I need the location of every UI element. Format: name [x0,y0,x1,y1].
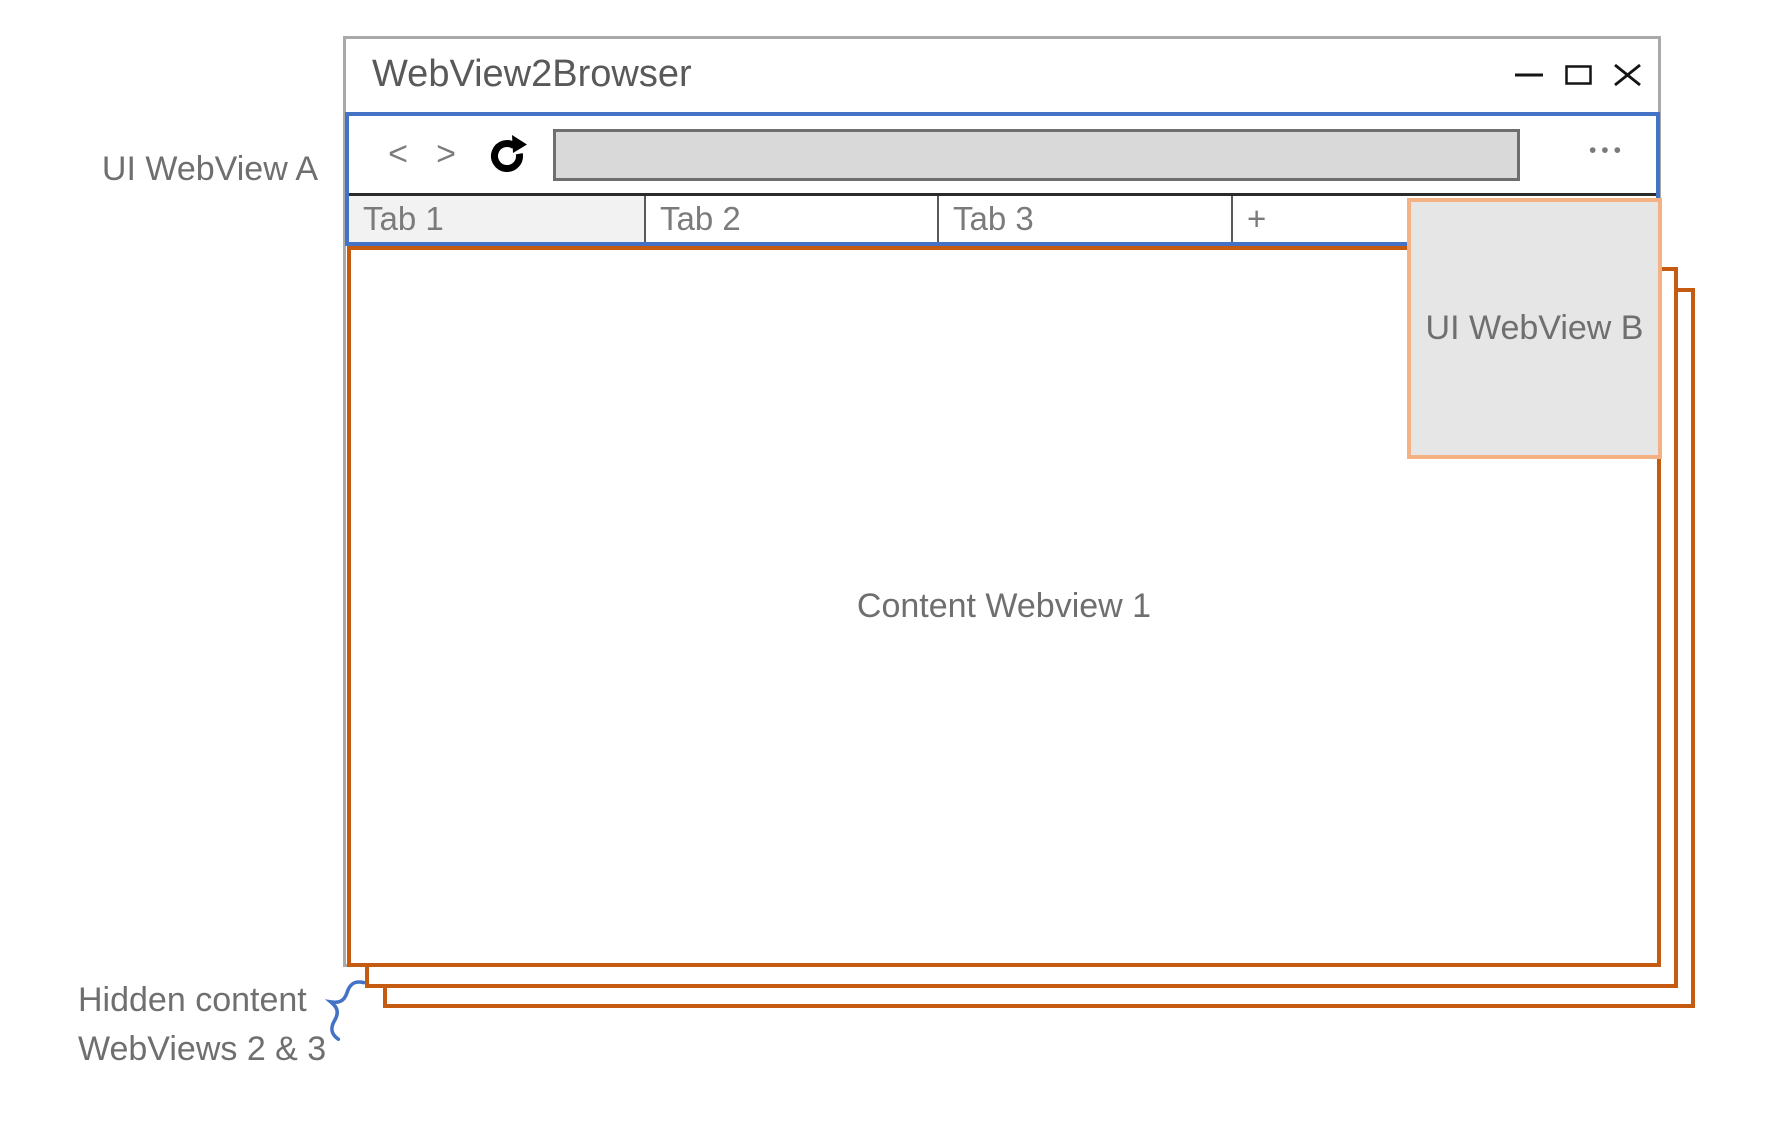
hidden-webviews-label: Hidden content WebViews 2 & 3 [78,976,326,1074]
browser-toolbar: < > ••• [349,116,1656,193]
back-button[interactable]: < [388,135,408,173]
tab-3[interactable]: Tab 3 [937,196,1231,242]
tab-1[interactable]: Tab 1 [349,196,644,242]
window-controls [1514,39,1642,110]
tab-3-label: Tab 3 [953,200,1034,237]
reload-icon [491,134,527,172]
ui-webview-a-label: UI WebView A [101,150,318,188]
maximize-button[interactable] [1565,64,1592,85]
tab-1-label: Tab 1 [363,200,444,237]
plus-icon: + [1247,200,1267,237]
maximize-icon [1565,64,1592,85]
address-bar[interactable] [553,128,1520,181]
overflow-menu-button[interactable]: ••• [1588,138,1626,162]
curly-brace-icon [324,980,366,1042]
minimize-icon [1515,73,1543,76]
hidden-webviews-label-line2: WebViews 2 & 3 [78,1030,327,1068]
ui-webview-b-panel: UI WebView B [1407,198,1662,459]
close-icon [1614,63,1641,86]
hidden-webviews-label-line1: Hidden content [78,981,307,1019]
ui-webview-b-label: UI WebView B [1425,309,1644,347]
forward-button[interactable]: > [436,135,456,173]
tab-2[interactable]: Tab 2 [644,196,937,242]
reload-button[interactable] [487,134,527,175]
tab-2-label: Tab 2 [660,200,741,237]
content-webview-1-label: Content Webview 1 [856,587,1152,625]
window-title: WebView2Browser [372,53,692,95]
minimize-button[interactable] [1514,71,1544,79]
close-button[interactable] [1613,63,1642,87]
